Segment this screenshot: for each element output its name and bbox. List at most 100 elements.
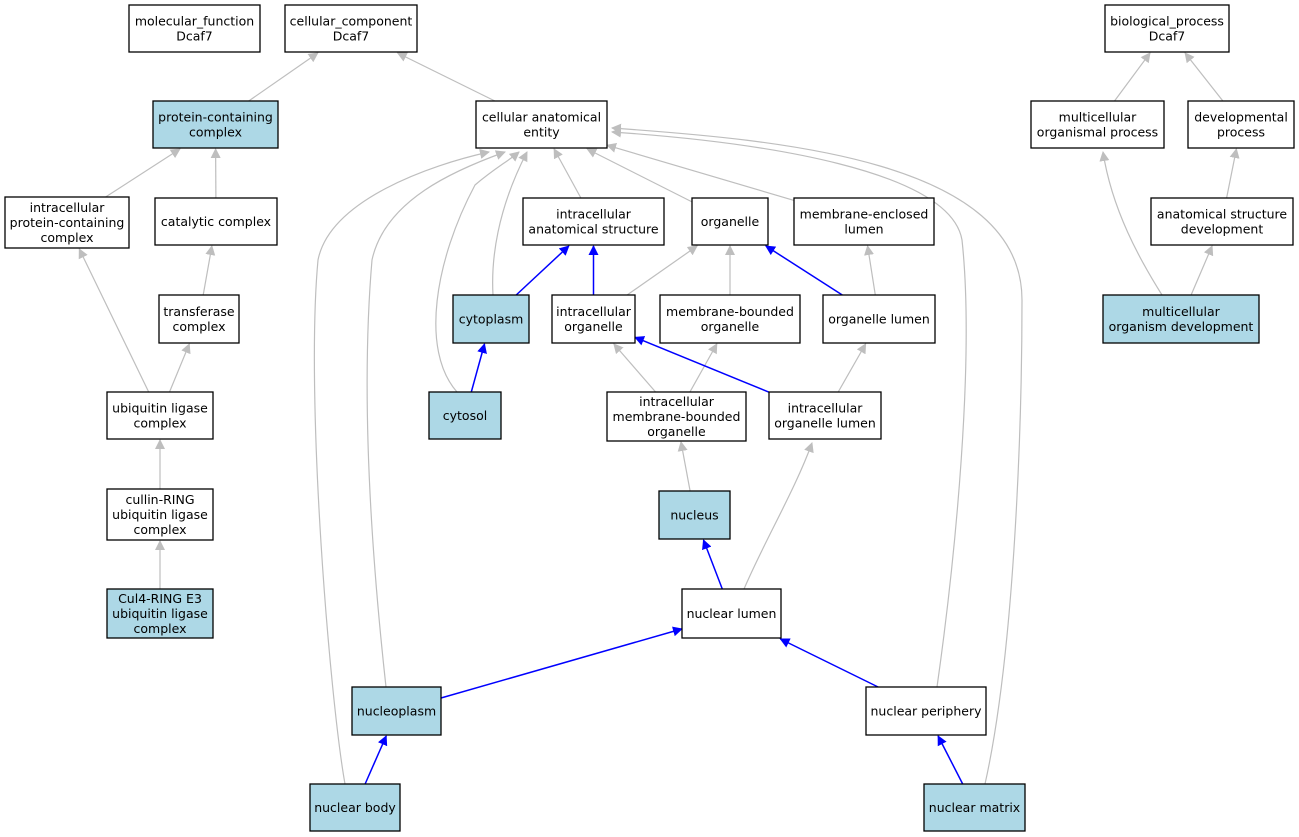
node-label: complex: [41, 230, 94, 245]
node-nuclear-lumen[interactable]: nuclear lumen: [681, 588, 782, 639]
edge-organelle-lumen-to-organelle: [765, 245, 843, 296]
edge-intracellular-membrane-bounded-organelle-to-membrane-bounded-organelle: [689, 343, 718, 393]
edge-cytosol-to-cytoplasm: [470, 343, 487, 393]
edge-nuclear-lumen-to-intracellular-organelle-lumen: [743, 442, 814, 590]
node-label: complex: [134, 416, 187, 431]
node-nuclear-body[interactable]: nuclear body: [309, 783, 401, 832]
node-label: transferase: [163, 304, 235, 319]
node-label: nucleoplasm: [357, 704, 436, 719]
node-label: nuclear periphery: [871, 704, 983, 719]
node-label: multicellular: [1059, 110, 1138, 125]
node-label: protein-containing: [10, 215, 125, 230]
node-nucleoplasm[interactable]: nucleoplasm: [351, 686, 442, 736]
node-label: entity: [523, 125, 560, 140]
node-label: organelle: [564, 319, 623, 334]
node-organelle-lumen[interactable]: organelle lumen: [822, 294, 936, 344]
node-box: [1030, 100, 1165, 149]
node-box: [1102, 294, 1260, 344]
node-box: [152, 100, 279, 149]
node-catalytic-complex[interactable]: catalytic complex: [154, 197, 278, 246]
node-label: organelle lumen: [774, 416, 876, 431]
node-label: nuclear body: [314, 800, 396, 815]
edge-nucleoplasm-to-nuclear-lumen: [440, 626, 683, 699]
node-box: [158, 294, 240, 344]
node-label: anatomical structure: [1157, 207, 1287, 222]
edge-nuclear-periphery-to-nuclear-lumen: [779, 638, 879, 688]
node-label: multicellular: [1142, 304, 1221, 319]
node-organelle[interactable]: organelle: [691, 197, 769, 246]
node-label: Cul4-RING E3: [118, 591, 202, 606]
node-box: [128, 4, 261, 53]
node-box: [551, 294, 636, 344]
node-label: complex: [173, 319, 226, 334]
edge-organelle-lumen-to-membrane-enclosed-lumen: [864, 245, 876, 296]
node-label: nuclear lumen: [687, 606, 777, 621]
node-label: intracellular: [788, 401, 864, 416]
node-label: organelle: [647, 424, 706, 439]
node-box: [309, 783, 401, 832]
node-nuclear-periphery[interactable]: nuclear periphery: [865, 686, 987, 736]
edge-intracellular-organelle-to-organelle: [626, 245, 698, 296]
edge-cytoplasm-to-intracellular-anatomical-structure: [515, 245, 570, 296]
node-cytoplasm[interactable]: cytoplasm: [452, 294, 530, 344]
edge-ubiquitin-ligase-complex-to-transferase-complex: [168, 343, 191, 393]
node-label: cullin-RING: [125, 492, 194, 507]
node-nuclear-matrix[interactable]: nuclear matrix: [923, 783, 1026, 832]
edge-intracellular-organelle-lumen-to-organelle-lumen: [837, 343, 867, 393]
node-label: Dcaf7: [176, 29, 213, 44]
node-label: organism development: [1109, 319, 1254, 334]
node-label: organelle: [701, 319, 760, 334]
node-label: cytoplasm: [459, 312, 524, 327]
edge-anatomical-structure-development-to-developmental-process: [1226, 148, 1240, 199]
edge-nuclear-body-to-cellular-anatomical-entity: [313, 149, 490, 785]
node-box: [351, 686, 442, 736]
edge-multicellular-organismal-process-to-biological-process: [1114, 52, 1151, 102]
node-box: [659, 294, 801, 344]
node-box: [452, 294, 530, 344]
node-label: catalytic complex: [161, 214, 271, 229]
node-box: [1150, 197, 1294, 246]
node-box: [154, 197, 278, 246]
node-box: [822, 294, 936, 344]
edge-multicellular-organism-development-to-anatomical-structure-development: [1190, 245, 1214, 296]
node-label: Dcaf7: [1149, 29, 1186, 44]
node-cytosol[interactable]: cytosol: [428, 391, 502, 440]
edge-intracellular-membrane-bounded-organelle-to-intracellular-organelle: [613, 343, 657, 393]
edge-protein-containing-complex-to-cellular-component: [248, 52, 319, 102]
edge-nuclear-matrix-to-nuclear-periphery: [937, 735, 964, 785]
edge-cytosol-to-cellular-anatomical-entity: [435, 151, 520, 393]
node-box: [106, 488, 214, 541]
node-label: intracellular: [30, 200, 106, 215]
edge-transferase-complex-to-catalytic-complex: [202, 245, 216, 296]
node-label: organismal process: [1037, 125, 1158, 140]
edge-nuclear-body-to-nucleoplasm: [364, 735, 388, 785]
edge-organelle-to-cellular-anatomical-entity: [586, 148, 693, 203]
node-label: nucleus: [670, 508, 718, 523]
edge-nuclear-lumen-to-nucleus: [702, 539, 724, 590]
node-label: ubiquitin ligase: [112, 401, 208, 416]
node-label: organelle: [701, 214, 760, 229]
node-nucleus[interactable]: nucleus: [658, 490, 731, 540]
node-box: [606, 391, 747, 442]
